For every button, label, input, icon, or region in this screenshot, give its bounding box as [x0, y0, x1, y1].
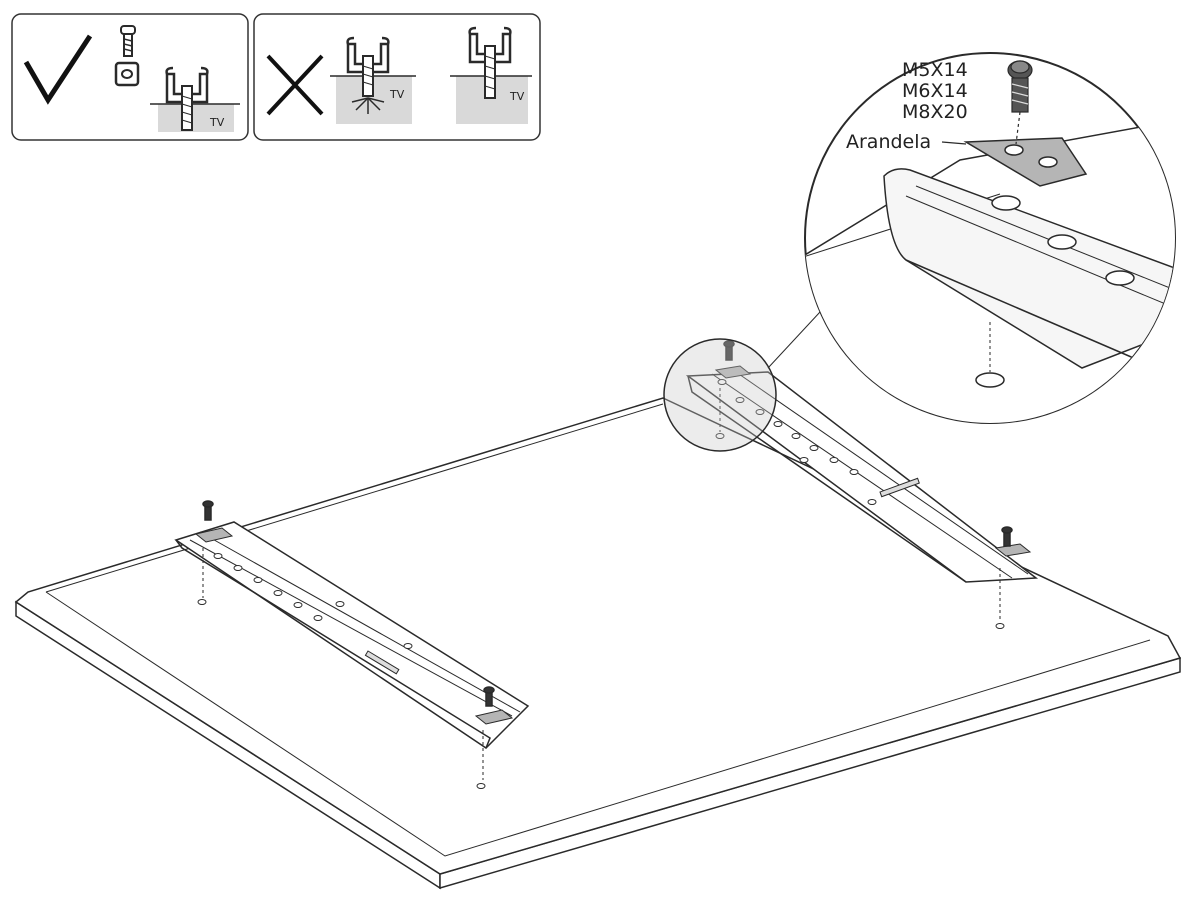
correct-mount-icon: TV — [150, 66, 240, 132]
screw — [723, 340, 1013, 547]
tv-back-surface — [14, 397, 1182, 875]
tv-label: TV — [509, 90, 525, 103]
tv-bevel-line — [45, 403, 1151, 857]
tv-label: TV — [209, 116, 225, 129]
screw-size-m6: M6X14 — [902, 80, 968, 102]
screw-too-long-icon: TV — [330, 36, 416, 124]
screw-size-m8: M8X20 — [902, 101, 968, 123]
tv-label: TV — [389, 88, 405, 101]
right-wall-bracket — [685, 340, 1039, 629]
screw-size-m5: M5X14 — [902, 59, 968, 81]
washer-detail — [963, 137, 1088, 187]
damage-burst-icon — [351, 97, 385, 114]
washer — [714, 365, 1032, 557]
tv-panel — [14, 397, 1182, 890]
washer-leader-line — [941, 141, 967, 145]
screw-too-short-icon: TV — [450, 26, 532, 124]
cross-icon — [266, 54, 324, 116]
bracket-rail — [883, 168, 1175, 369]
washer — [194, 527, 514, 725]
legend-incorrect-panel: TV TV — [253, 13, 541, 141]
screw — [202, 500, 495, 707]
washer-label: Arandela — [846, 131, 931, 153]
zoom-highlight — [663, 311, 821, 452]
separate-screw-washer-icon — [114, 25, 140, 87]
checkmark-icon — [23, 34, 93, 105]
zoom-detail-circle: M5X14 M6X14 M8X20 Arandela — [804, 52, 1176, 424]
legend-correct-panel: TV — [11, 13, 249, 141]
left-wall-bracket — [174, 500, 530, 789]
screw-detail — [1007, 60, 1033, 145]
